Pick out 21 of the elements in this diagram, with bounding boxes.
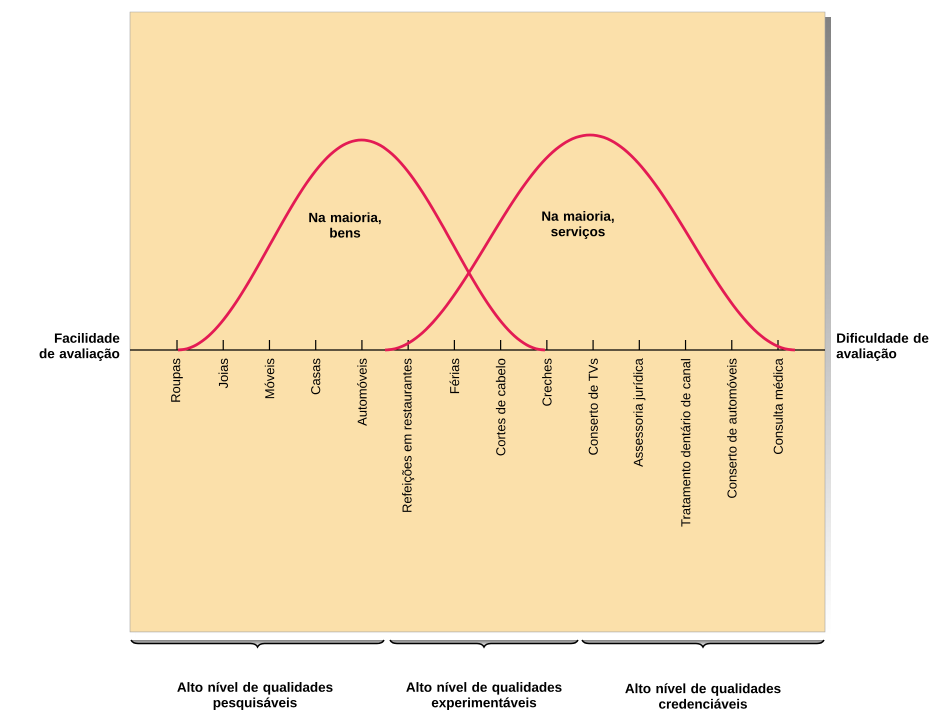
text-label: Joias [218, 358, 228, 388]
text-label: Facilidade de avaliação [40, 333, 120, 361]
text-label: Assessoria jurídica [633, 358, 646, 467]
text-label: Creches [542, 358, 552, 406]
text-label: Consulta médica [773, 358, 783, 454]
text-label: Alto nível de qualidades experimentáveis [406, 682, 562, 710]
text-label: Dificuldade de avaliação [836, 333, 928, 361]
text-label: Alto nível de qualidades credenciáveis [625, 683, 781, 709]
text-label: Móveis [264, 358, 274, 398]
text-label: Na maioria, serviços [542, 211, 614, 239]
text-label: Conserto de TVs [588, 358, 598, 455]
text-label: Na maioria, bens [309, 212, 381, 238]
text-label: Conserto de automóveis [726, 358, 737, 498]
text-label: Alto nível de qualidades pesquisáveis [177, 682, 333, 710]
text-label: Refeições em restaurantes [402, 358, 414, 512]
text-label: Automóveis [357, 358, 367, 426]
text-label: Tratamento dentário de canal [680, 359, 690, 527]
text-label: Casas [311, 358, 320, 394]
text-label: Roupas [171, 358, 183, 402]
text-label: Cortes de cabelo [496, 358, 506, 456]
text-label: Férias [450, 358, 460, 394]
